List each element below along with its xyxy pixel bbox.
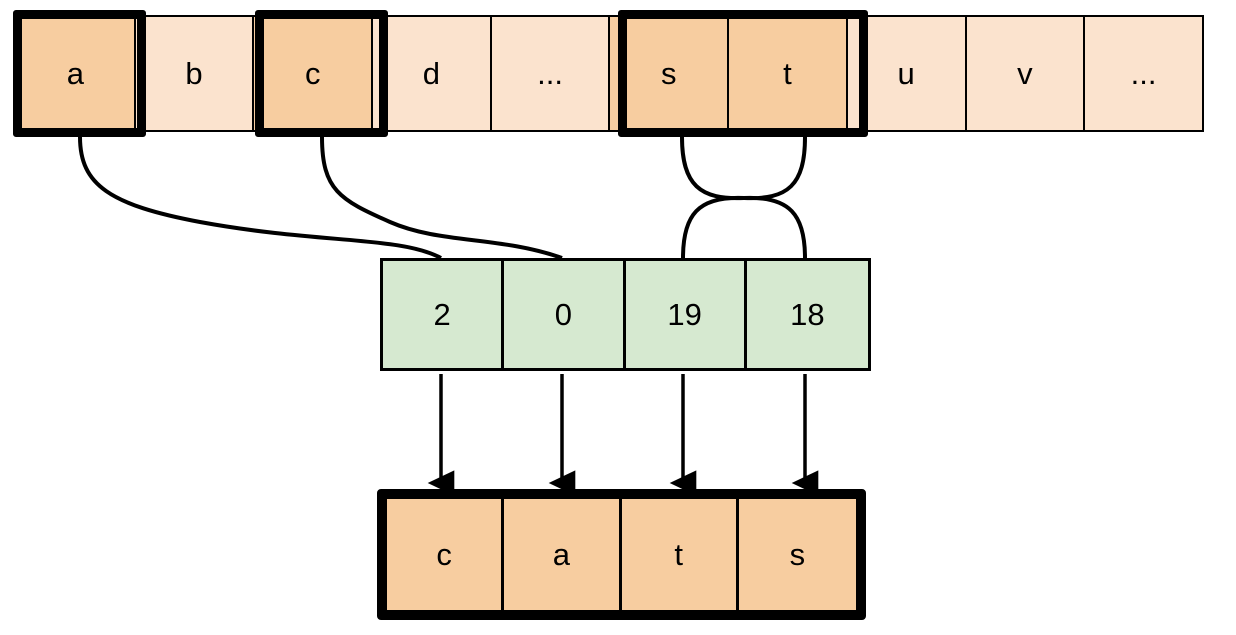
alphabet-cell[interactable]: t [727, 15, 848, 132]
index-strip: 2 0 19 18 [380, 258, 871, 371]
index-cell-label: 2 [433, 296, 451, 332]
alphabet-cell-label: b [185, 55, 203, 91]
alphabet-cell-label: t [783, 55, 792, 91]
alphabet-cell-label: a [66, 55, 84, 91]
alphabet-cell-ellipsis[interactable]: ... [489, 15, 611, 132]
alphabet-cell-label: ... [537, 55, 564, 91]
curve-a-to-0 [78, 136, 442, 260]
index-cell[interactable]: 0 [504, 261, 626, 368]
index-cell-label: 19 [667, 296, 702, 332]
output-cell-label: a [552, 536, 570, 572]
alphabet-strip: a b c d ... s t u v ... [15, 15, 1204, 132]
output-cell-label: s [789, 536, 806, 572]
index-cell-label: 0 [554, 296, 572, 332]
alphabet-cell[interactable]: c [252, 15, 374, 132]
output-cell[interactable]: s [738, 499, 856, 610]
index-cell[interactable]: 19 [625, 261, 747, 368]
alphabet-cell-label: v [1017, 55, 1033, 91]
output-cell-label: t [674, 536, 683, 572]
output-cell[interactable]: a [504, 499, 622, 610]
alphabet-cell[interactable]: a [15, 15, 136, 132]
index-cell[interactable]: 2 [383, 261, 505, 368]
alphabet-cell[interactable]: v [964, 15, 1086, 132]
alphabet-cell-ellipsis[interactable]: ... [1083, 15, 1204, 132]
alphabet-cell[interactable]: d [371, 15, 492, 132]
alphabet-cell-label: u [897, 55, 915, 91]
alphabet-cell-label: c [304, 55, 321, 91]
output-cell[interactable]: c [387, 499, 505, 610]
curve-t-to-19 [681, 136, 807, 259]
alphabet-cell[interactable]: b [133, 15, 255, 132]
index-cell-label: 18 [790, 296, 825, 332]
curve-s-to-18 [680, 136, 807, 259]
output-cell-label: c [436, 536, 452, 572]
output-cell[interactable]: t [621, 499, 739, 610]
alphabet-cell[interactable]: s [608, 15, 730, 132]
alphabet-cell[interactable]: u [845, 15, 967, 132]
alphabet-cell-label: ... [1130, 55, 1157, 91]
curve-c-to-2 [320, 136, 563, 260]
alphabet-cell-label: s [661, 55, 677, 91]
output-strip: c a t s [377, 489, 866, 620]
index-cell[interactable]: 18 [746, 261, 868, 368]
alphabet-cell-label: d [422, 55, 441, 91]
